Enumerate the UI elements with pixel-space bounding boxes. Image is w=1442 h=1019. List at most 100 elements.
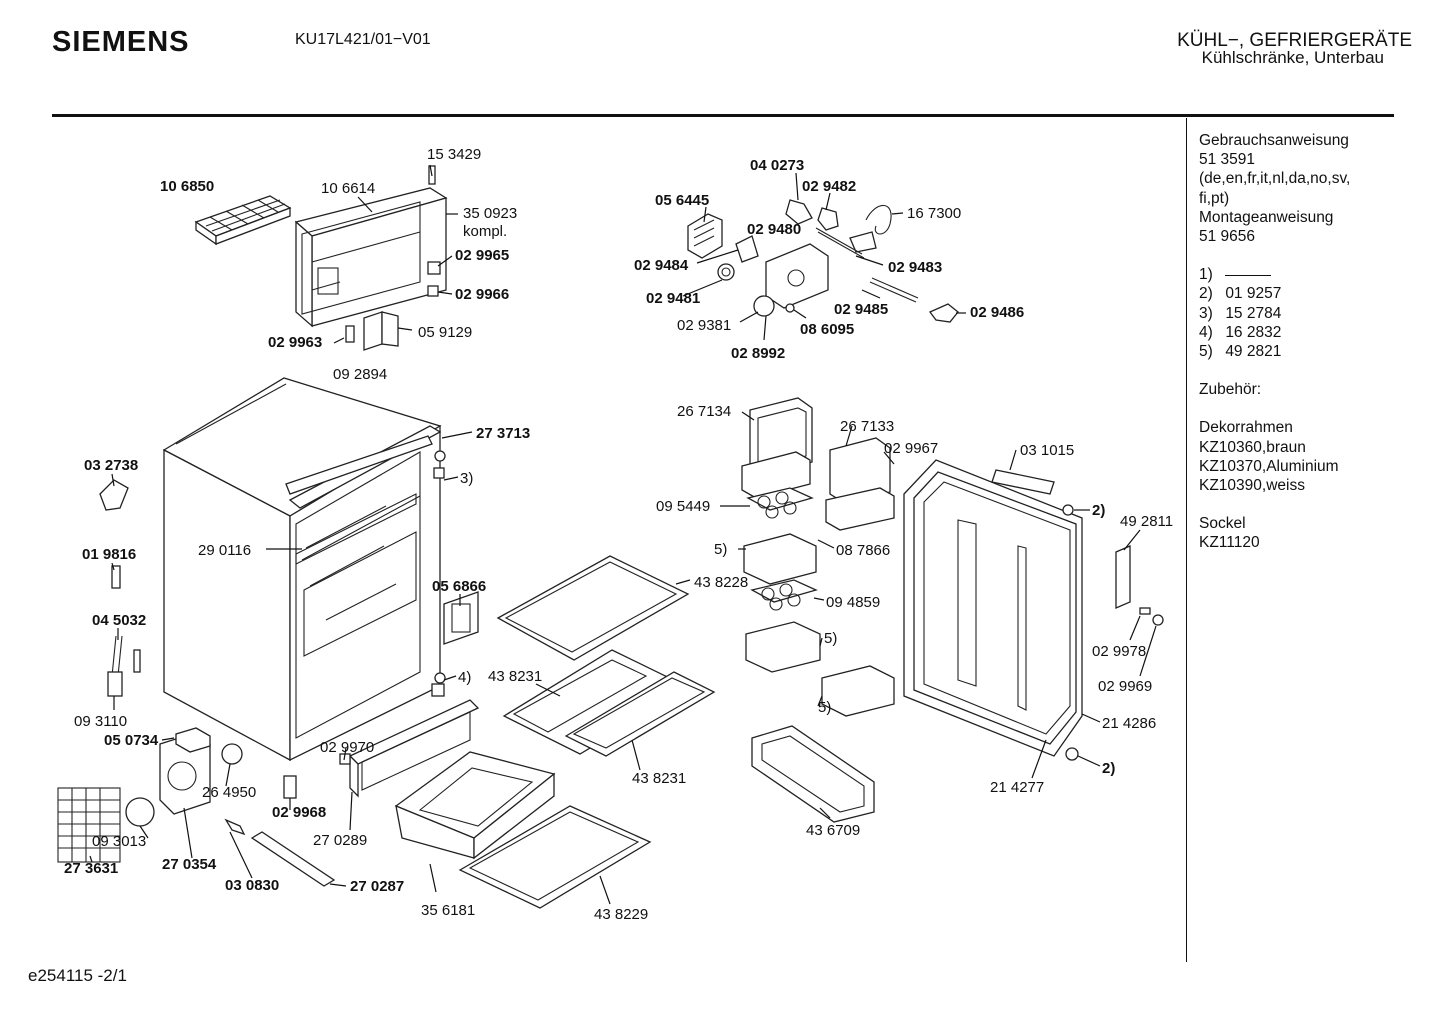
part-label: 27 0289 xyxy=(313,832,367,849)
part-label: 04 0273 xyxy=(750,157,804,174)
fan-and-condenser-parts xyxy=(57,699,480,887)
part-label: 02 9978 xyxy=(1092,643,1146,660)
part-label: 26 7133 xyxy=(840,418,894,435)
part-label: 2) xyxy=(1102,760,1115,777)
part-label: 5) xyxy=(824,630,837,647)
footnote-dash xyxy=(1225,274,1271,276)
footnote-value: 16 2832 xyxy=(1225,323,1282,341)
footnote-key: 5) xyxy=(1199,343,1213,361)
part-label: 02 9481 xyxy=(646,290,700,307)
decor-label: Dekorrahmen xyxy=(1199,419,1293,437)
part-label: 43 8231 xyxy=(632,770,686,787)
model-number: KU17L421/01−V01 xyxy=(295,31,431,48)
footnote-key: 1) xyxy=(1199,266,1213,284)
sidebar-divider xyxy=(1186,118,1187,962)
footnote-value: 49 2821 xyxy=(1225,343,1282,361)
part-label: 2) xyxy=(1092,502,1105,519)
freezer-door-drawing xyxy=(294,187,448,328)
fridge-door-drawing xyxy=(903,459,1164,761)
brand-logo: SIEMENS xyxy=(52,26,190,58)
part-label: 08 7866 xyxy=(836,542,890,559)
part-label: 02 9484 xyxy=(634,257,689,274)
part-label: 27 0354 xyxy=(162,856,217,873)
footnote-row: 2) 01 9257 xyxy=(1199,284,1429,303)
shelves-and-crisper-drawing xyxy=(394,555,716,909)
part-label: 02 9969 xyxy=(1098,678,1152,695)
part-label: 03 2738 xyxy=(84,457,138,474)
part-label: 05 0734 xyxy=(104,732,159,749)
manual-number: 51 3591 xyxy=(1199,151,1256,169)
install-label: Montageanweisung xyxy=(1199,208,1334,226)
lamp-and-cable-parts xyxy=(99,450,479,697)
footnote-key: 3) xyxy=(1199,304,1213,322)
part-label: 4) xyxy=(458,669,471,686)
header-rule xyxy=(52,114,1394,117)
part-label: 29 0116 xyxy=(198,542,251,559)
part-label: 15 3429 xyxy=(427,146,481,163)
footnote-value: 15 2784 xyxy=(1225,304,1282,322)
ice-tray-drawing xyxy=(194,195,292,246)
part-label: 05 9129 xyxy=(418,324,472,341)
part-label: 10 6850 xyxy=(160,178,214,195)
accessories-label: Zubehör: xyxy=(1199,381,1262,399)
part-label: 16 7300 xyxy=(907,205,961,222)
footnote-value: 01 9257 xyxy=(1225,285,1282,303)
manual-languages: (de,en,fr,it,nl,da,no,sv, xyxy=(1199,170,1351,188)
part-label: 09 5449 xyxy=(656,498,710,515)
part-label: 02 9483 xyxy=(888,259,942,276)
part-label: 43 8229 xyxy=(594,906,648,923)
part-label: 26 4950 xyxy=(202,784,256,801)
footnote-key: 2) xyxy=(1199,285,1213,303)
door-bins-drawing xyxy=(741,397,895,823)
decor-item: KZ10370,Aluminium xyxy=(1199,457,1339,475)
part-drawings xyxy=(57,165,1164,909)
base-item: KZ11120 xyxy=(1199,534,1260,552)
part-label: 3) xyxy=(460,470,473,487)
decor-item: KZ10390,weiss xyxy=(1199,477,1305,495)
part-label: 02 9966 xyxy=(455,286,509,303)
part-label: 43 8228 xyxy=(694,574,748,591)
cabinet-body-drawing xyxy=(162,377,442,762)
part-label: 26 7134 xyxy=(677,403,731,420)
part-label: 27 3713 xyxy=(476,425,530,442)
install-number: 51 9656 xyxy=(1199,228,1256,246)
part-label: 21 4286 xyxy=(1102,715,1156,732)
part-label: 05 6445 xyxy=(655,192,709,209)
manual-label: Gebrauchsanweisung xyxy=(1199,132,1349,149)
part-label: 35 6181 xyxy=(421,902,475,919)
part-label: 35 0923 xyxy=(463,205,517,222)
part-label: 02 9381 xyxy=(677,317,731,334)
leader-lines xyxy=(89,164,1157,905)
part-label: 04 5032 xyxy=(92,612,146,629)
part-label: 5) xyxy=(714,541,727,558)
document-id: e254115 -2/1 xyxy=(28,966,127,985)
category-subtitle: Kühlschränke, Unterbau xyxy=(1201,48,1384,67)
part-label: 43 8231 xyxy=(488,668,542,685)
part-label: 27 3631 xyxy=(64,860,118,877)
part-label: 02 9965 xyxy=(455,247,509,264)
document-sidebar: Gebrauchsanweisung 51 3591 (de,en,fr,it,… xyxy=(1199,131,1429,553)
base-label: Sockel xyxy=(1199,515,1246,533)
part-label: 08 6095 xyxy=(800,321,854,338)
part-labels: 15 3429 10 6850 10 6614 35 0923 kompl. 0… xyxy=(64,146,1173,923)
part-label: 03 1015 xyxy=(1020,442,1074,459)
part-label: 09 3110 xyxy=(74,713,127,730)
door-hinge-parts xyxy=(345,165,441,351)
part-label: 05 6866 xyxy=(432,578,486,595)
category-title: KÜHL−, GEFRIERGERÄTE xyxy=(1177,30,1412,51)
part-label: 02 8992 xyxy=(731,345,785,362)
footnote-key: 4) xyxy=(1199,323,1213,341)
part-label: 02 9480 xyxy=(747,221,801,238)
part-label: 09 2894 xyxy=(333,366,387,383)
manual-languages-cont: fi,pt) xyxy=(1199,189,1230,207)
part-label: 21 4277 xyxy=(990,779,1044,796)
part-label: kompl. xyxy=(463,223,507,240)
part-label: 49 2811 xyxy=(1120,513,1173,530)
thermostat-assembly-drawing xyxy=(687,199,959,323)
part-label: 01 9816 xyxy=(82,546,136,563)
part-label: 10 6614 xyxy=(321,180,375,197)
part-label: 09 3013 xyxy=(92,833,146,850)
part-label: 02 9486 xyxy=(970,304,1024,321)
footnote-row: 4) 16 2832 xyxy=(1199,323,1429,342)
part-label: 27 0287 xyxy=(350,878,404,895)
